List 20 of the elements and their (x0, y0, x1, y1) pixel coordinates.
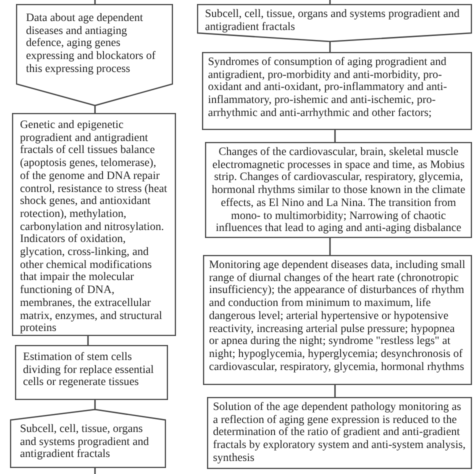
connector-line (334, 130, 336, 142)
connector-line (329, 42, 331, 52)
process-box (202, 52, 472, 130)
pentagon-box (197, 4, 472, 42)
process-box (203, 255, 472, 385)
pentagon-box (16, 4, 173, 106)
box-text: Changes of the cardiovascular, brain, skeletal muscle electromagnetic processes in space and time, as Mobius strip. Changes of cardiovascular, respiratory, glycemia, hormonal rhythms similar to those known in the climate effects, as El Nino and La Nina. The transition from mono- to multimorbidity; Narrowing of chaotic influences that lead to aging and anti-aging disbalance (211, 146, 466, 235)
box-text: Genetic and epigenetic progradient and antigradient fractals of cell tissues balance (apoptosis genes, telomerase), of the genome and DNA repair control, resistance to stress (heat shock genes, and antioxidant rotection), methylation, carbonylation and nitrosylation. Indicators of oxidation, glycation, cross-linking, and other chemical modifications that impair the molecular functioning of DNA, membranes, the extracellular matrix, enzymes, and structural proteins (20, 119, 168, 335)
box-text: Solution of the age dependent pathology monitoring as a reflection of aging gene expression is reduced to the determination of the ratio of gradient and anti-gradient fractals by exploratory system and anti-system analysis, synthesis (213, 401, 466, 465)
box-text: Subcell, cell, tissue, organs and systems progradient and antigradient fractals (20, 423, 150, 462)
box-text: Monitoring age dependent diseases data, including small range of diurnal changes of the heart rate (chronotropic insufficiency); the appearance of disturbances of rhythm and conduction from minimum to maximum, life dangerous level; arterial hypertensive or hypotensive reactivity, increasing arterial pulse pressure; hypopnea or apnea during the night; syndrome "restless legs" at night; hypoglycemia, hyperglycemia; desynchronosis of cardiovascular, respiratory, glycemia, hormonal rhythms (209, 259, 466, 374)
connector-line (334, 385, 336, 397)
box-text: Syndromes of consumption of aging progradient and antigradient, pro-morbidity and anti-morbidity, pro-oxidant and anti-oxidant, pro-inflammatory and anti-inflammatory, pro-ishemic and anti-ischemic, pro-arrhythmic and anti-arrhythmic and other factors; (208, 56, 448, 120)
pentagon-box (10, 409, 166, 468)
process-box (207, 397, 472, 469)
process-box (15, 345, 168, 400)
connector-line (329, 238, 331, 255)
box-text: Estimation of stem cells dividing for replace essential cells or regenerate tissues (23, 351, 155, 390)
box-text: Data about age dependent diseases and antiaging defence, aging genes expressing and blockators of this expressing process (26, 12, 157, 76)
box-text: Subcell, cell, tissue, organs and systems progradient and antigradient fractals (205, 8, 461, 34)
